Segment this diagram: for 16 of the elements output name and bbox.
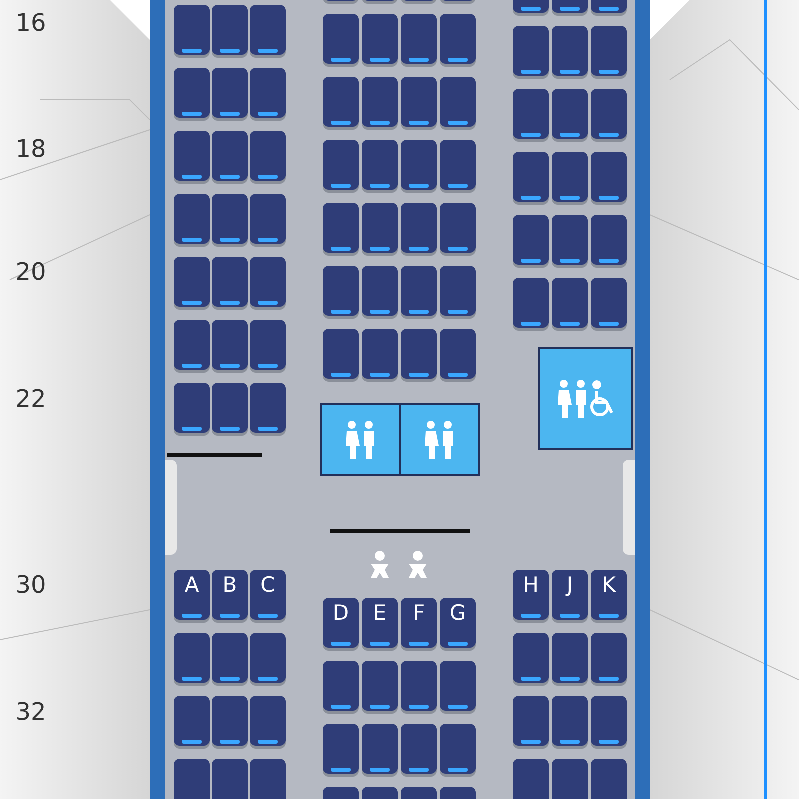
row-number: 16	[14, 9, 48, 37]
seat: G	[440, 598, 476, 648]
row-number: 20	[14, 258, 48, 286]
seat: H	[513, 570, 549, 620]
seat: B	[212, 570, 248, 620]
seat: D	[323, 598, 359, 648]
row-number: 32	[14, 698, 48, 726]
seat: E	[362, 598, 398, 648]
seat: J	[552, 570, 588, 620]
seat: K	[591, 570, 627, 620]
row-number: 30	[14, 571, 48, 599]
row-number: 22	[14, 385, 48, 413]
row-number: 18	[14, 135, 48, 163]
seat: C	[250, 570, 286, 620]
seat: F	[401, 598, 437, 648]
seat: A	[174, 570, 210, 620]
